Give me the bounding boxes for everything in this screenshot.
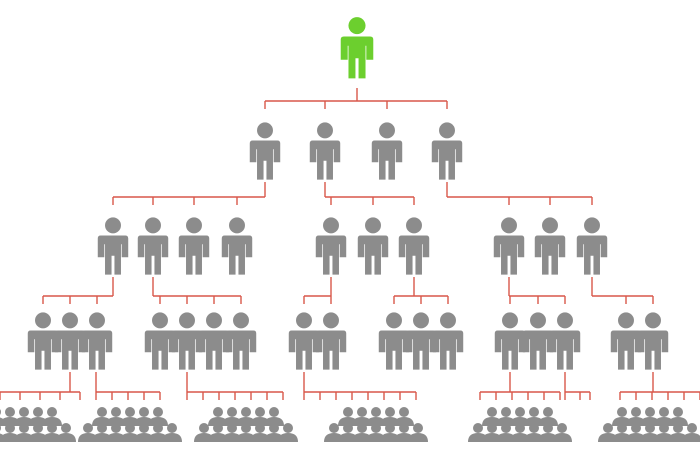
root-person-icon: [340, 17, 374, 79]
level4-person-icon: [522, 312, 554, 370]
level4-person-icon: [27, 312, 59, 370]
level4-person-icon: [494, 312, 526, 370]
level3-person-icon: [97, 217, 129, 275]
level4-person-icon: [81, 312, 113, 370]
level3-person-icon: [398, 217, 430, 275]
level2-person-icon: [431, 122, 463, 180]
level2-person-icon: [249, 122, 281, 180]
level4-person-icon: [198, 312, 230, 370]
level3-person-icon: [357, 217, 389, 275]
level4-person-icon: [171, 312, 203, 370]
level3-person-icon: [493, 217, 525, 275]
level3-person-icon: [221, 217, 253, 275]
level3-person-icon: [534, 217, 566, 275]
level4-person-icon: [288, 312, 320, 370]
connector-lines: [0, 88, 700, 400]
level2-person-icon: [309, 122, 341, 180]
level4-person-icon: [637, 312, 669, 370]
level4-person-icon: [225, 312, 257, 370]
level3-person-icon: [137, 217, 169, 275]
level4-person-icon: [54, 312, 86, 370]
level3-person-icon: [315, 217, 347, 275]
level3-person-icon: [576, 217, 608, 275]
level4-person-icon: [432, 312, 464, 370]
people-layer: [0, 17, 700, 442]
level2-person-icon: [371, 122, 403, 180]
level4-person-icon: [378, 312, 410, 370]
level4-person-icon: [144, 312, 176, 370]
level3-person-icon: [178, 217, 210, 275]
level4-person-icon: [315, 312, 347, 370]
level4-person-icon: [405, 312, 437, 370]
level4-person-icon: [549, 312, 581, 370]
level4-person-icon: [610, 312, 642, 370]
